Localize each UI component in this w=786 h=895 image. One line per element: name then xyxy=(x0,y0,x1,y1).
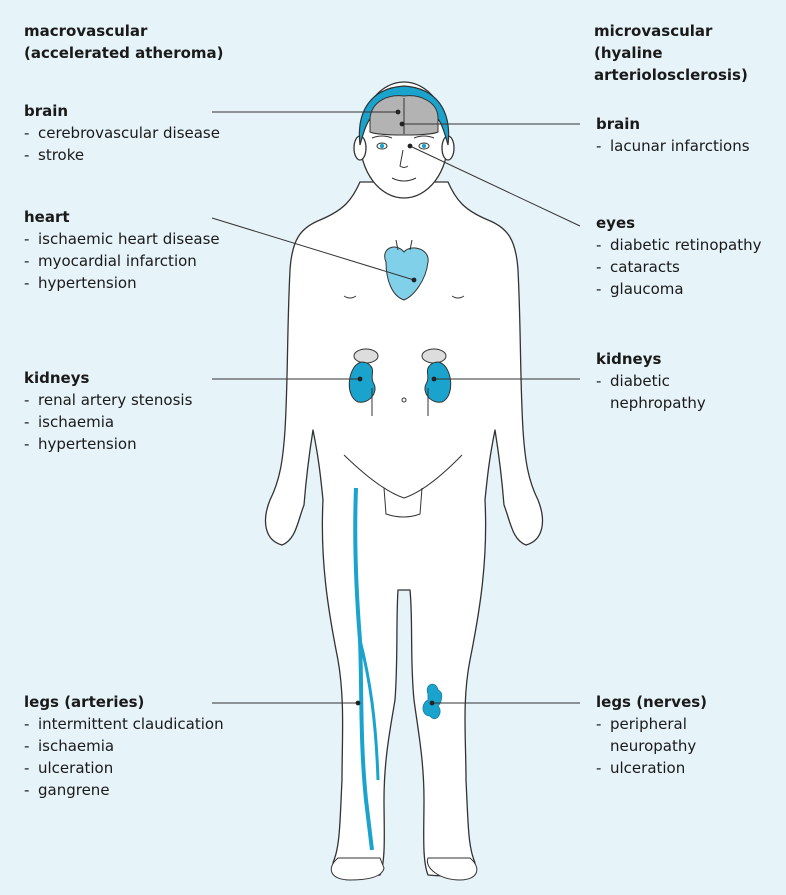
right-eye-iris xyxy=(422,144,426,148)
left-adrenal xyxy=(354,349,378,363)
left-kidney xyxy=(349,362,375,402)
left-brain-title: brain xyxy=(24,100,220,122)
left-eye-iris xyxy=(380,144,384,148)
list-item: -lacunar infarctions xyxy=(596,135,750,157)
macro-header-line-1: macrovascular xyxy=(24,20,224,42)
list-item: -hypertension xyxy=(24,433,192,455)
list-item: -renal artery stenosis xyxy=(24,389,192,411)
macro-header-line-2: (accelerated atheroma) xyxy=(24,42,224,64)
list-item: -intermittent claudication xyxy=(24,713,224,735)
left-legs-group: legs (arteries) -intermittent claudicati… xyxy=(24,691,224,801)
list-item: -stroke xyxy=(24,144,220,166)
micro-header-line-3: arteriolosclerosis) xyxy=(594,64,748,86)
micro-header: microvascular (hyaline arteriolosclerosi… xyxy=(594,20,748,86)
list-item: -ischaemia xyxy=(24,411,192,433)
list-item: -gangrene xyxy=(24,779,224,801)
left-kidneys-title: kidneys xyxy=(24,367,192,389)
list-item-continuation: neuropathy xyxy=(596,735,707,757)
micro-header-line-1: microvascular xyxy=(594,20,748,42)
list-item: -ischaemic heart disease xyxy=(24,228,220,250)
left-brain-group: brain -cerebrovascular disease -stroke xyxy=(24,100,220,166)
left-legs-title: legs (arteries) xyxy=(24,691,224,713)
right-brain-group: brain -lacunar infarctions xyxy=(596,113,750,157)
list-item: -cerebrovascular disease xyxy=(24,122,220,144)
list-item: -myocardial infarction xyxy=(24,250,220,272)
right-adrenal xyxy=(422,349,446,363)
list-item: -hypertension xyxy=(24,272,220,294)
left-kidneys-group: kidneys -renal artery stenosis -ischaemi… xyxy=(24,367,192,455)
right-eyes-group: eyes -diabetic retinopathy -cataracts -g… xyxy=(596,212,761,300)
list-item: -ulceration xyxy=(24,757,224,779)
list-item: -peripheral xyxy=(596,713,707,735)
right-kidneys-title: kidneys xyxy=(596,348,706,370)
list-item: -ulceration xyxy=(596,757,707,779)
left-foot xyxy=(331,858,384,880)
list-item: -ischaemia xyxy=(24,735,224,757)
right-legs-group: legs (nerves) -peripheral neuropathy -ul… xyxy=(596,691,707,779)
left-heart-title: heart xyxy=(24,206,220,228)
list-item: -diabetic xyxy=(596,370,706,392)
list-item: -glaucoma xyxy=(596,278,761,300)
macro-header: macrovascular (accelerated atheroma) xyxy=(24,20,224,64)
right-eyes-title: eyes xyxy=(596,212,761,234)
list-item: -diabetic retinopathy xyxy=(596,234,761,256)
right-brain-title: brain xyxy=(596,113,750,135)
list-item: -cataracts xyxy=(596,256,761,278)
list-item-continuation: nephropathy xyxy=(596,392,706,414)
micro-header-line-2: (hyaline xyxy=(594,42,748,64)
left-heart-group: heart -ischaemic heart disease -myocardi… xyxy=(24,206,220,294)
right-kidney xyxy=(425,362,451,402)
right-kidneys-group: kidneys -diabetic nephropathy xyxy=(596,348,706,414)
right-foot xyxy=(427,858,476,880)
right-legs-title: legs (nerves) xyxy=(596,691,707,713)
